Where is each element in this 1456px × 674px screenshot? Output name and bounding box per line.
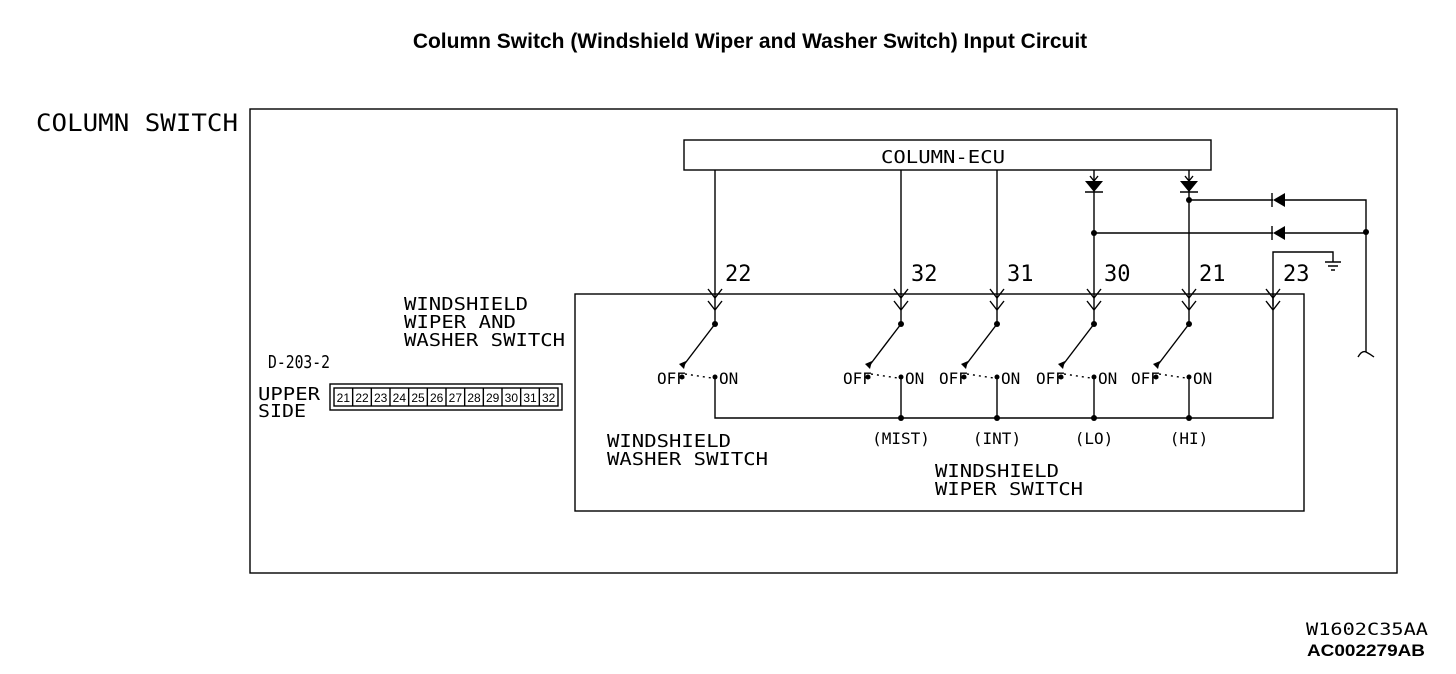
switch-on-label: ON [905,369,924,388]
switch-block-label-3: WASHER SWITCH [404,330,565,351]
connector-face: 21 22 23 24 25 26 27 28 29 30 31 32 [329,383,563,411]
washer-label-2: WASHER SWITCH [607,449,768,470]
connector-pin: 29 [486,391,500,405]
switch-on-label: ON [1193,369,1212,388]
connector-pin: 30 [505,391,519,405]
figure-code-1: W1602C35AA [1306,620,1428,640]
switch-off-label: OFF [1036,369,1065,388]
diagram-title: Column Switch (Windshield Wiper and Wash… [413,30,1087,53]
switch-on-label: ON [719,369,738,388]
column-ecu-label: COLUMN-ECU [881,147,1005,168]
switch-on-label: ON [1098,369,1117,388]
terminal-label: 30 [1104,262,1131,287]
terminal-23: 23 [1265,262,1310,312]
terminal-label: 22 [725,262,752,287]
connector-pin: 32 [542,391,556,405]
switch-off-label: OFF [657,369,686,388]
switch-on-label: ON [1001,369,1020,388]
connector-pin: 28 [467,391,481,405]
connector-side-1: UPPER [258,384,320,405]
washer-label-1: WINDSHIELD [607,431,731,452]
connector-pin: 22 [355,391,369,405]
switch-off-label: OFF [939,369,968,388]
mode-label: (HI) [1170,429,1209,448]
wiper-label-2: WIPER SWITCH [935,479,1083,500]
switch-block-label-2: WIPER AND [404,312,516,333]
connector-pin: 21 [337,391,351,405]
connector-pin: 24 [393,391,407,405]
connector-id: D-203-2 [268,352,330,373]
mode-label: (INT) [973,429,1021,448]
connector-side-2: SIDE [258,401,306,422]
mode-label: (LO) [1075,429,1114,448]
column-switch-label: COLUMN SWITCH [36,109,238,137]
terminal-label: 31 [1007,262,1034,287]
terminal-label: 32 [911,262,938,287]
terminal-label: 21 [1199,262,1226,287]
switch-off-label: OFF [1131,369,1160,388]
connector-pin: 25 [411,391,425,405]
wiring [714,193,1375,421]
connector-pin: 27 [449,391,463,405]
switch-block-label-1: WINDSHIELD [404,294,528,315]
mode-label: (MIST) [872,429,930,448]
connector-pin: 23 [374,391,388,405]
switch-inner-box [574,293,1305,512]
switch-off-label: OFF [843,369,872,388]
column-switch-box [249,108,1398,574]
column-ecu-box [683,139,1212,171]
wiper-label-1: WINDSHIELD [935,461,1059,482]
connector-pin: 26 [430,391,444,405]
figure-code-2: AC002279AB [1307,641,1425,660]
terminal-label: 23 [1283,262,1310,287]
connector-pin: 31 [523,391,537,405]
